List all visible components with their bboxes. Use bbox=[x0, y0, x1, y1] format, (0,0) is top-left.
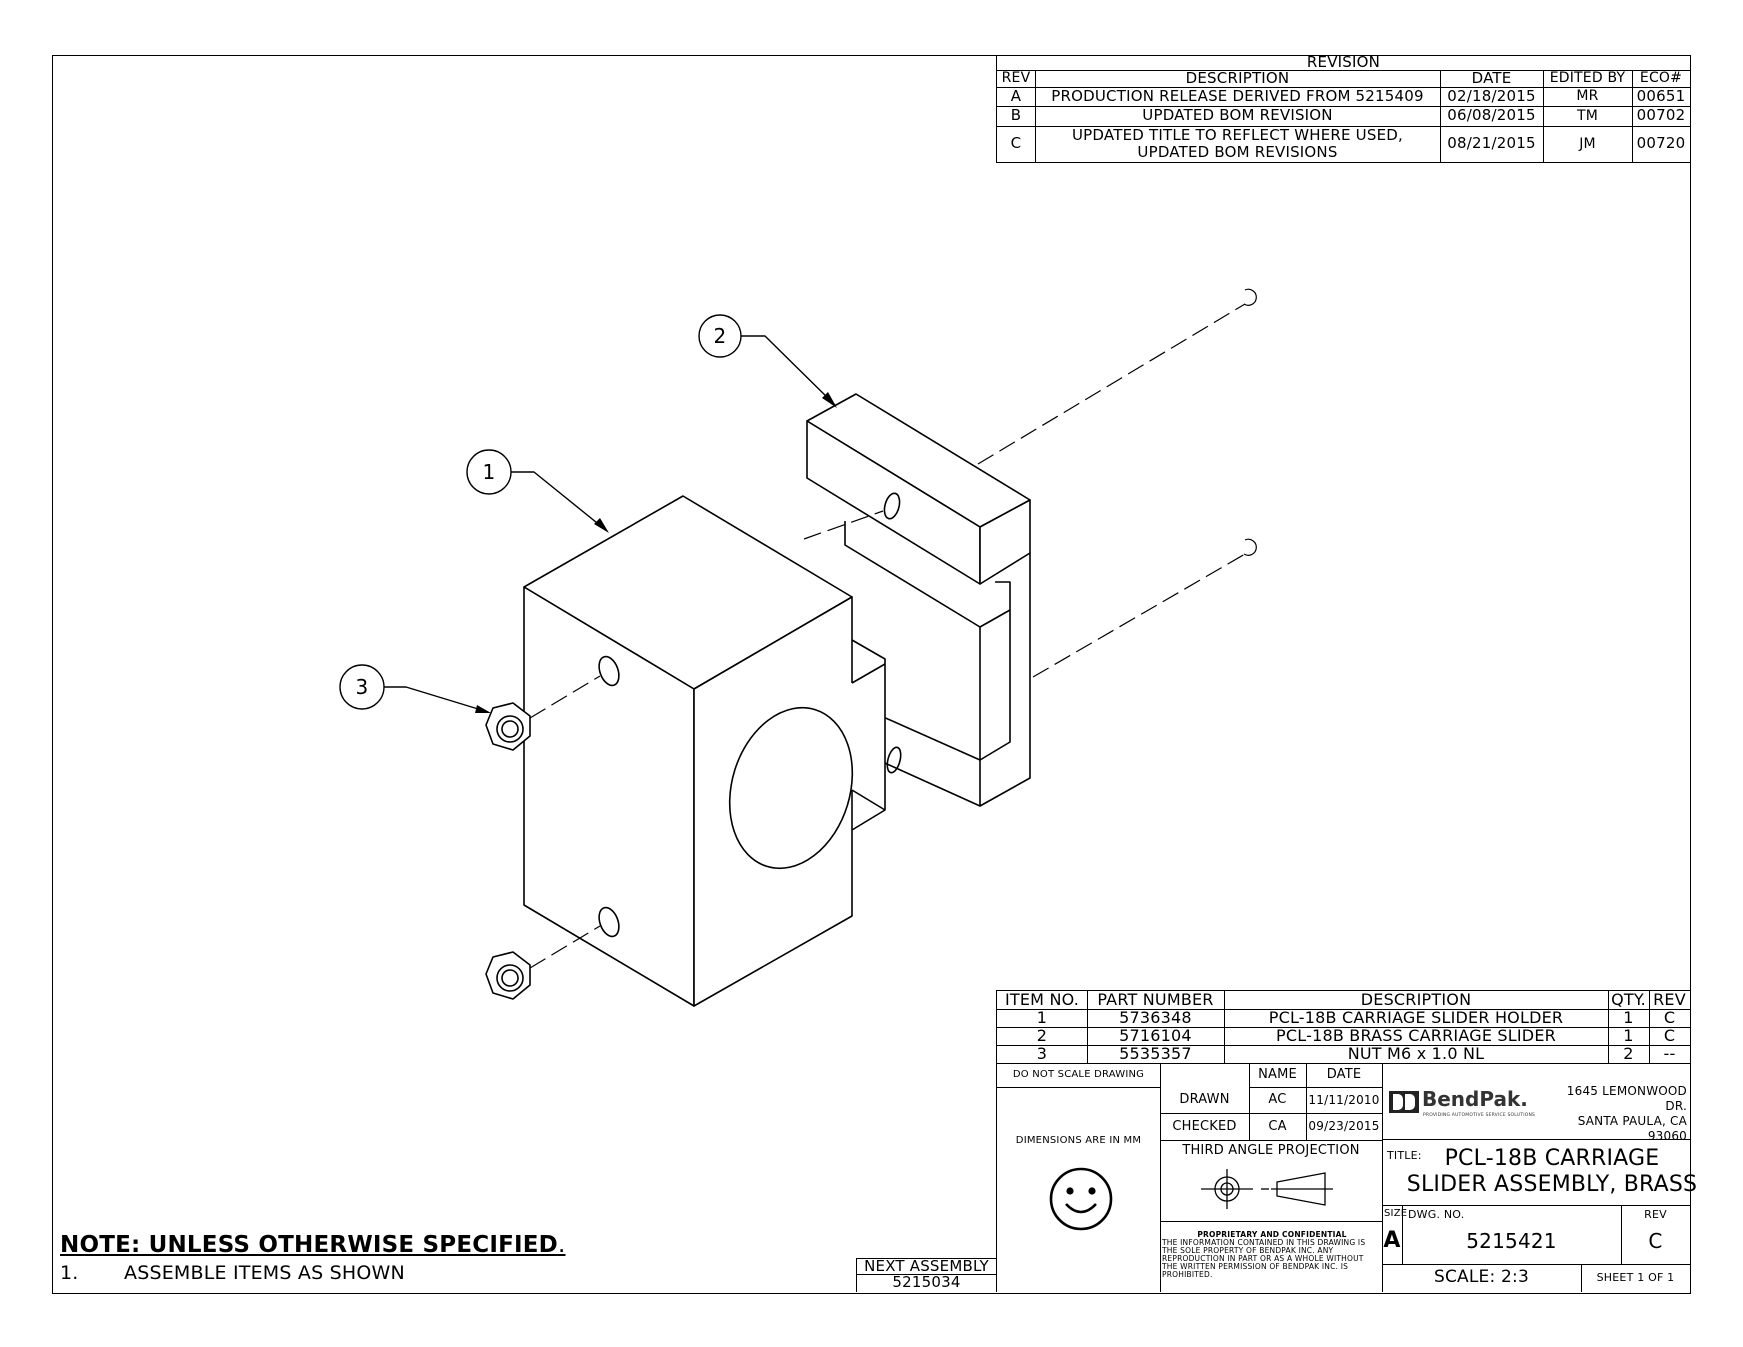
dimensions-note: DIMENSIONS ARE IN MM bbox=[1015, 1134, 1142, 1146]
part-nut-bottom bbox=[485, 951, 531, 1000]
checked-name: CA bbox=[1268, 1118, 1287, 1134]
revision-row-editor: JM bbox=[1579, 135, 1596, 152]
checked-date: 09/23/2015 bbox=[1308, 1119, 1380, 1134]
bom-row-item: 3 bbox=[1036, 1043, 1048, 1063]
bom-row-qty: 2 bbox=[1623, 1043, 1634, 1063]
balloon-2: 2 bbox=[713, 323, 727, 348]
bom-description-header: DESCRIPTION bbox=[1360, 989, 1472, 1009]
revision-row-editor: MR bbox=[1576, 88, 1599, 105]
revision-row-eco: 00720 bbox=[1636, 134, 1686, 153]
revision-row-date: 08/21/2015 bbox=[1447, 134, 1536, 153]
company-name: BendPak. bbox=[1422, 1087, 1528, 1111]
eco-col-header: ECO# bbox=[1639, 70, 1683, 87]
sheet-number: SHEET 1 OF 1 bbox=[1596, 1271, 1675, 1285]
note-text: ASSEMBLE ITEMS AS SHOWN bbox=[124, 1262, 405, 1284]
centerline-end-bottom bbox=[1243, 538, 1257, 556]
next-assembly: NEXT ASSEMBLY 5215034 bbox=[856, 1258, 996, 1292]
bom-row-part: 5716104 bbox=[1119, 1025, 1192, 1045]
revision-table: REVISION REV DESCRIPTION DATE EDITED BY … bbox=[996, 52, 1690, 163]
bom-row-part: 5535357 bbox=[1119, 1043, 1192, 1063]
next-assembly-label: NEXT ASSEMBLY bbox=[856, 1258, 996, 1275]
revision-heading: REVISION bbox=[1306, 52, 1381, 71]
bom-row-part: 5736348 bbox=[1119, 1007, 1192, 1027]
bom-row-description: NUT M6 x 1.0 NL bbox=[1347, 1043, 1485, 1063]
revision-row-eco: 00651 bbox=[1636, 86, 1686, 105]
drawn-date: 11/11/2010 bbox=[1308, 1092, 1380, 1107]
drawn-name: AC bbox=[1268, 1092, 1287, 1108]
revision-row-description: UPDATED BOM REVISION bbox=[1142, 106, 1333, 125]
smiley-icon bbox=[1049, 1167, 1113, 1231]
revision-row-rev: C bbox=[1010, 134, 1022, 153]
bom-row-description: PCL-18B BRASS CARRIAGE SLIDER bbox=[1276, 1025, 1556, 1045]
rev-label: REV bbox=[1644, 1208, 1667, 1222]
revision-row-description: PRODUCTION RELEASE DERIVED FROM 5215409 bbox=[1051, 86, 1424, 105]
date-label: DATE bbox=[1326, 1067, 1362, 1083]
bom-row-rev: C bbox=[1663, 1025, 1676, 1045]
company-address: 1645 LEMONWOOD DR. SANTA PAULA, CA 93060 bbox=[1566, 1084, 1687, 1143]
name-label: NAME bbox=[1258, 1067, 1297, 1083]
centerline-end-top bbox=[1243, 288, 1257, 306]
description-col-header: DESCRIPTION bbox=[1185, 68, 1290, 87]
drawn-label: DRAWN bbox=[1179, 1092, 1230, 1108]
notes-heading: NOTE: UNLESS OTHERWISE SPECIFIED. bbox=[60, 1232, 566, 1258]
checked-label: CHECKED bbox=[1172, 1118, 1237, 1134]
date-col-header: DATE bbox=[1471, 68, 1512, 87]
balloon-1: 1 bbox=[482, 459, 496, 484]
bom-row-item: 2 bbox=[1036, 1025, 1048, 1045]
revision-row-editor: TM bbox=[1576, 107, 1599, 124]
center-lines bbox=[529, 303, 1246, 969]
bom-row-qty: 1 bbox=[1623, 1025, 1634, 1045]
third-angle-projection-symbol bbox=[1201, 1169, 1333, 1209]
company-tagline: PROVIDING AUTOMOTIVE SERVICE SOLUTIONS bbox=[1423, 1113, 1536, 1118]
revision-row-rev: B bbox=[1010, 106, 1022, 125]
balloon-circles bbox=[339, 314, 742, 710]
revision-row-description: UPDATED TITLE TO REFLECT WHERE USED, UPD… bbox=[1072, 125, 1403, 161]
part-nut-top bbox=[485, 702, 531, 751]
rev-col-header: REV bbox=[1001, 70, 1031, 87]
bom-row-item: 1 bbox=[1036, 1007, 1048, 1027]
title-label: TITLE: bbox=[1387, 1149, 1422, 1162]
revision-row-rev: A bbox=[1010, 86, 1022, 105]
dwg-no-label: DWG. NO. bbox=[1408, 1208, 1465, 1221]
bom-item-header: ITEM NO. bbox=[1004, 989, 1080, 1009]
drawing-number: 5215421 bbox=[1466, 1228, 1557, 1253]
bom-qty-header: QTY. bbox=[1611, 989, 1646, 1009]
scale: SCALE: 2:3 bbox=[1434, 1267, 1529, 1288]
revision-row-eco: 00702 bbox=[1636, 106, 1686, 125]
drawing-title-line2: SLIDER ASSEMBLY, BRASS bbox=[1406, 1172, 1698, 1198]
bom-part-header: PART NUMBER bbox=[1097, 989, 1214, 1009]
balloon-leaders bbox=[380, 335, 836, 713]
bom-row-description: PCL-18B CARRIAGE SLIDER HOLDER bbox=[1268, 1007, 1564, 1027]
part-holder bbox=[523, 495, 886, 1007]
size-label: SIZE bbox=[1384, 1208, 1408, 1219]
note-number: 1. bbox=[60, 1262, 79, 1284]
do-not-scale-note: DO NOT SCALE DRAWING bbox=[1012, 1068, 1145, 1080]
revision-row-date: 02/18/2015 bbox=[1447, 86, 1536, 105]
bom-rev-header: REV bbox=[1653, 989, 1686, 1009]
bill-of-materials: ITEM NO. PART NUMBER DESCRIPTION QTY. RE… bbox=[996, 990, 1690, 1064]
edited-by-col-header: EDITED BY bbox=[1549, 70, 1626, 87]
balloon-3: 3 bbox=[355, 674, 369, 699]
proprietary-notice: PROPRIETARY AND CONFIDENTIAL THE INFORMA… bbox=[1162, 1230, 1366, 1279]
bom-row-rev: -- bbox=[1663, 1043, 1676, 1063]
drawing-title-line1: PCL-18B CARRIAGE bbox=[1444, 1146, 1660, 1172]
drawing-rev: C bbox=[1648, 1228, 1663, 1253]
next-assembly-value: 5215034 bbox=[856, 1274, 996, 1292]
bom-row-rev: C bbox=[1663, 1007, 1676, 1027]
leader-arrowheads bbox=[475, 392, 837, 713]
part-slider bbox=[806, 393, 1031, 807]
bendpak-logo-icon bbox=[1389, 1091, 1419, 1113]
sheet-size: A bbox=[1383, 1228, 1401, 1254]
bom-row-qty: 1 bbox=[1623, 1007, 1634, 1027]
revision-row-date: 06/08/2015 bbox=[1447, 106, 1536, 125]
drawing-border bbox=[52, 55, 1691, 1294]
title-block: DO NOT SCALE DRAWING DIMENSIONS ARE IN M… bbox=[996, 1063, 1698, 1292]
projection-label: THIRD ANGLE PROJECTION bbox=[1182, 1143, 1360, 1159]
